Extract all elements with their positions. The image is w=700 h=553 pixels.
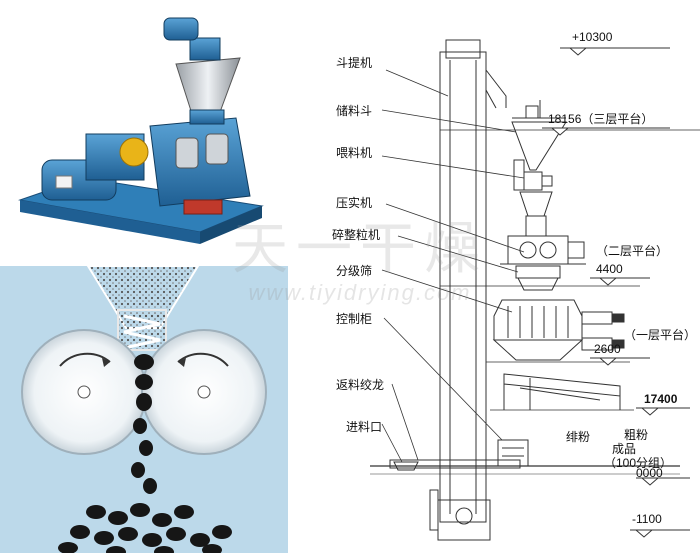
motor-nameplate [55, 175, 73, 189]
label-storage-hopper: 储料斗 [336, 104, 373, 118]
elevator-column [439, 51, 487, 523]
label-feed-inlet: 进料口 [346, 420, 383, 434]
feed-inlet [393, 461, 419, 471]
hopper-flange [189, 109, 225, 125]
label-classifying-screen: 分级筛 [336, 264, 373, 278]
feed-hopper [175, 57, 241, 115]
process-drawing: 斗提机 储料斗 喂料机 压实机 碎整粒机 分级筛 控制柜 返料绞龙 进料口 +1… [290, 0, 700, 553]
output-fine-powder: 绯粉 [566, 430, 591, 444]
feeder-motor [163, 17, 199, 41]
left-roller-axle [77, 385, 91, 399]
label-feeder: 喂料机 [336, 146, 373, 160]
feeder [523, 171, 543, 191]
control-cabinet [497, 439, 529, 467]
feeder-gearbox [189, 37, 221, 61]
hydraulic-cylinder-2 [205, 133, 229, 165]
feed-screw [123, 314, 161, 350]
briquettes [58, 354, 232, 553]
label-compactor: 压实机 [336, 196, 373, 210]
machine-illustration [18, 17, 264, 244]
coupling [119, 137, 149, 167]
storage-hopper [511, 121, 567, 171]
right-roller-axle [197, 385, 211, 399]
elevation-4400: 4400 [596, 262, 623, 276]
right-rotation-arrow [177, 352, 229, 367]
label-return-auger: 返料绞龙 [336, 378, 385, 392]
hydraulic-cylinder [175, 137, 199, 169]
base-side [200, 206, 262, 244]
output-product: 成品 [612, 442, 637, 456]
left-rotation-arrow [59, 352, 111, 367]
screen-tank [493, 299, 583, 341]
machine-photo [0, 0, 288, 262]
elevator-boot [437, 499, 491, 541]
output-coarse-powder: 粗粉 [624, 428, 649, 442]
discharge-chute [183, 199, 223, 215]
label-bucket-elevator: 斗提机 [336, 56, 373, 70]
label-control-cabinet: 控制柜 [336, 312, 373, 326]
elevation-first-platform: （一层平台） [624, 328, 697, 342]
elevation-0000: 0000 [636, 466, 663, 480]
compactor [507, 235, 569, 265]
roller-schematic [0, 266, 288, 553]
compactor-body [149, 117, 251, 207]
elevation-top: +10300 [572, 30, 613, 44]
elevation-third-platform: 18156（三层平台） [548, 112, 654, 126]
label-crusher-granulator: 碎整粒机 [332, 228, 381, 242]
elevation-2600: 2600 [594, 342, 621, 356]
vibrating-screen [503, 373, 621, 397]
return-auger [389, 459, 521, 469]
elevation-second-platform: （二层平台） [596, 244, 669, 258]
roller-illustration [21, 266, 267, 553]
output-product-grade: （100分组） [604, 456, 673, 470]
line-drawing [370, 39, 700, 541]
base-front [20, 200, 200, 244]
granulator [515, 265, 561, 279]
elevation-bottom: -1100 [632, 512, 662, 526]
elevation-17400: 17400 [644, 392, 678, 406]
